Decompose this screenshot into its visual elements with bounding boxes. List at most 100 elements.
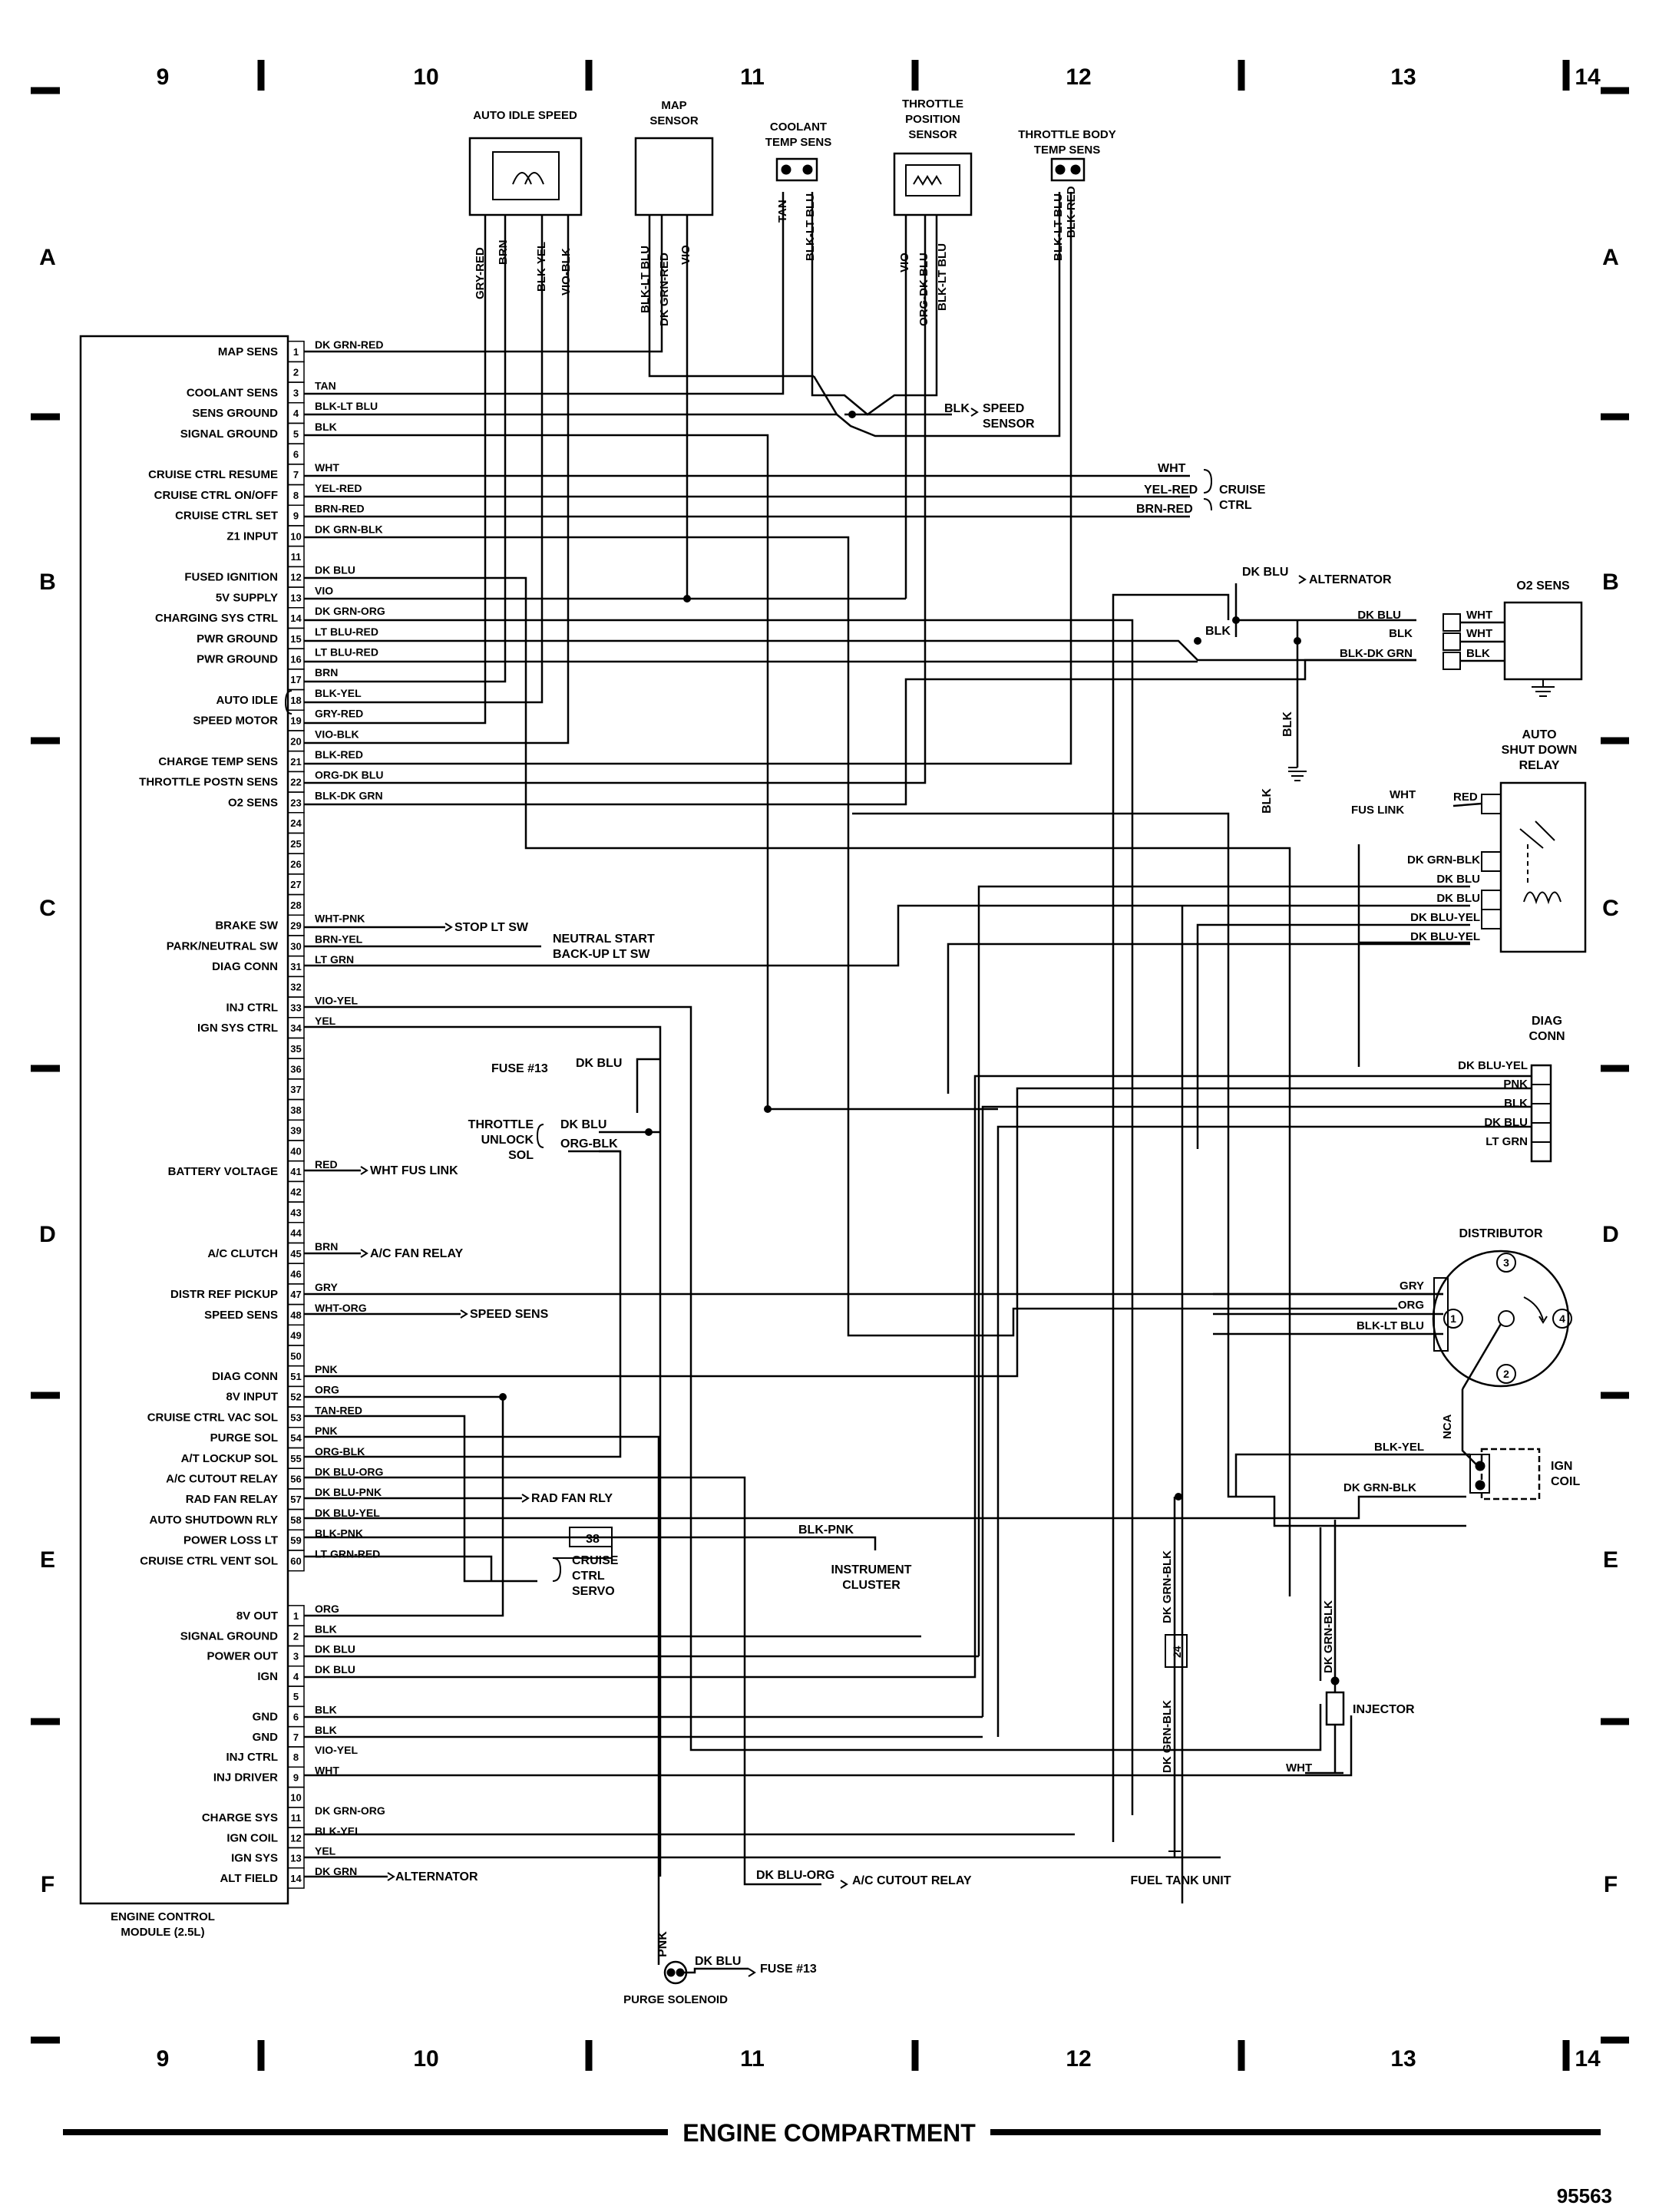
pin-wire-label: RED (315, 1158, 338, 1170)
wires (304, 192, 1532, 1965)
pin-wire-label: DK GRN-ORG (315, 1804, 385, 1817)
pin-function-label: IGN (257, 1670, 278, 1683)
asd-wire: DK BLU-YEL (1410, 911, 1480, 924)
fuse13-wire: DK BLU (576, 1057, 622, 1070)
tbt-label: TEMP SENS (1034, 144, 1100, 157)
row-label: D (39, 1222, 56, 1247)
diag-wire: DK BLU-YEL (1458, 1059, 1528, 1072)
cruise-wire: WHT (1158, 462, 1186, 475)
pin-number: 55 (290, 1453, 301, 1464)
pin-number: 8 (293, 1751, 299, 1763)
pin-wire-label: PNK (315, 1363, 338, 1375)
pin-wire-label: TAN (315, 379, 336, 391)
diag-title: DIAG (1532, 1015, 1562, 1028)
pin-wire-label: BLK (315, 1704, 337, 1716)
asd-fus: FUS LINK (1351, 804, 1404, 817)
o2-wire: BLK (1389, 627, 1413, 640)
pin-wire-label: TAN-RED (315, 1404, 362, 1416)
pin-number: 24 (290, 817, 302, 829)
pin-number: 35 (290, 1043, 301, 1055)
pin-number: 56 (290, 1474, 301, 1485)
o2-sensor: O2 SENS DK BLU BLK BLK-DK GRN WHT WHT BL… (1340, 579, 1583, 697)
ac-cutout-wire: DK BLU-ORG (756, 1869, 834, 1882)
asd-wire: DK BLU (1436, 892, 1480, 905)
asd-wire: DK GRN-BLK (1407, 853, 1480, 867)
asd-wire: DK BLU (1436, 873, 1480, 886)
pin-number: 10 (290, 530, 301, 542)
pin-number: 3 (293, 1651, 299, 1662)
pin-wire-label: BLK-DK GRN (315, 789, 383, 801)
coil-wire: BLK-YEL (1374, 1441, 1424, 1454)
pin-wire-label: ORG (315, 1384, 339, 1396)
pin-function-label: CRUISE CTRL ON/OFF (154, 489, 278, 502)
col-label: 9 (157, 2046, 170, 2072)
pin-number: 43 (290, 1207, 301, 1218)
pin-wire-label: YEL-RED (315, 482, 362, 494)
tps-label: THROTTLE (902, 97, 963, 111)
speed-sensor-label: SPEED (983, 402, 1024, 415)
asd-title: RELAY (1519, 759, 1560, 772)
pin-function-label: COOLANT SENS (187, 386, 278, 399)
pin-number: 45 (290, 1248, 301, 1260)
ecm-label: MODULE (2.5L) (121, 1926, 204, 1939)
pin-function-label: POWER OUT (207, 1650, 279, 1663)
coil-title: COIL (1551, 1475, 1580, 1488)
pin-number: 2 (293, 367, 299, 378)
diag-wire: BLK (1504, 1097, 1528, 1110)
pin-number: 33 (290, 1002, 301, 1013)
coil-wire: DK GRN-BLK (1343, 1481, 1416, 1494)
injector-wire: DK GRN-BLK (1322, 1600, 1335, 1673)
pin-wire-label: VIO-YEL (315, 994, 358, 1006)
coil-title: IGN (1551, 1460, 1572, 1473)
pin-wire-label: WHT (315, 1764, 339, 1776)
pin-function-label: A/T LOCKUP SOL (181, 1452, 278, 1465)
injector: INJECTOR DK GRN-BLK WHT (1286, 1520, 1415, 1775)
purge-fuse-label: FUSE #13 (760, 1963, 817, 1976)
pin-number: 14 (290, 1873, 302, 1884)
dist-terminal: 2 (1503, 1368, 1509, 1380)
pin-wire-label: BRN-YEL (315, 933, 363, 945)
pin-wire-label: VIO-BLK (315, 728, 359, 740)
dist-title: DISTRIBUTOR (1459, 1227, 1542, 1240)
ignition-coil: IGN COIL BLK-YEL DK GRN-BLK (1234, 1441, 1580, 1501)
wire-label: TAN (776, 200, 789, 223)
pin-wire-label: DK BLU (315, 1663, 355, 1676)
tps-label: SENSOR (908, 128, 957, 141)
sensor-wire-labels: GRY-RED BRN BLK-YEL VIO-BLK BLK-LT BLU D… (474, 186, 1078, 326)
pin-number: 27 (290, 879, 301, 890)
blk-vert: BLK (1281, 711, 1294, 737)
pin-number: 18 (290, 695, 301, 706)
junctions (499, 411, 1301, 1501)
pin-number: 19 (290, 715, 301, 727)
pin-number: 5 (293, 1691, 299, 1702)
map-label: MAP (661, 99, 686, 112)
col-label: 11 (740, 64, 765, 90)
o2-wire: BLK-DK GRN (1340, 647, 1413, 660)
pin-number: 16 (290, 654, 301, 665)
pin-function-label: THROTTLE POSTN SENS (139, 776, 278, 789)
pin-function-label: CRUISE CTRL SET (175, 510, 278, 523)
dist-nca: NCA (1441, 1414, 1454, 1439)
asd-fus: WHT (1390, 788, 1416, 801)
pin-function-label: O2 SENS (228, 796, 278, 809)
wire-label: DK GRN-RED (658, 253, 671, 326)
pin-wire-label: DK BLU-YEL (315, 1507, 380, 1519)
neutral-start-label: BACK-UP LT SW (553, 948, 650, 961)
dist-wire: ORG (1398, 1299, 1424, 1312)
pin-number: 30 (290, 940, 301, 952)
arrows (284, 408, 1307, 1977)
pin-function-label: 5V SUPPLY (216, 591, 278, 604)
pin-wire-label: WHT-ORG (315, 1302, 367, 1314)
pin-function-label: A/C CLUTCH (207, 1247, 278, 1260)
col-label: 10 (413, 2046, 438, 2072)
pin-function-label: BATTERY VOLTAGE (168, 1165, 278, 1178)
alternator-top-label: ALTERNATOR (1309, 573, 1392, 586)
wire-label: BLK-LT BLU (639, 246, 652, 313)
cruise-wire: YEL-RED (1144, 484, 1198, 497)
destination-labels: STOP LT SW NEUTRAL START BACK-UP LT SW W… (370, 402, 1392, 1976)
pin-wire-label: GRY-RED (315, 708, 363, 720)
purge-label: PURGE SOLENOID (623, 1993, 728, 2006)
row-label: E (40, 1547, 55, 1573)
